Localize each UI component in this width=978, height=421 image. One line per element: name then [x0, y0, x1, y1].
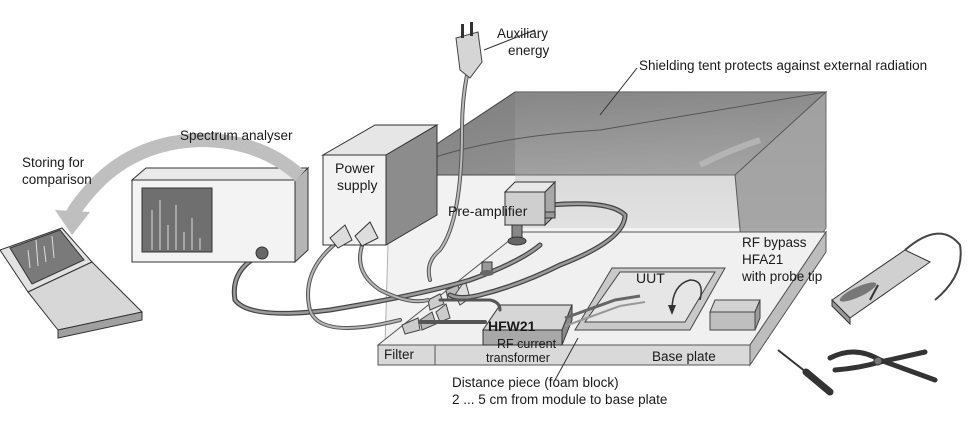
pre-amplifier-unit — [480, 180, 557, 276]
spectrum-analyser-unit — [130, 166, 310, 264]
rf-bypass-label-1: RF bypass — [742, 235, 807, 250]
storing-label-1: Storing for — [22, 155, 85, 170]
rf-current-label-1: RF current — [497, 337, 557, 351]
uut-module — [574, 267, 726, 331]
uut-label: UUT — [636, 270, 665, 286]
leader-lines — [483, 29, 638, 381]
hfw21-current-transformer — [482, 294, 646, 346]
screwdriver — [777, 349, 834, 396]
distance-piece-label-2: 2 ... 5 cm from module to base plate — [452, 392, 668, 407]
filter-label: Filter — [384, 347, 414, 362]
distance-piece-label-1: Distance piece (foam block) — [452, 375, 619, 390]
power-plug — [455, 22, 483, 79]
pliers — [827, 349, 938, 383]
rf-bypass-label-2: HFA21 — [742, 252, 784, 267]
power-supply-label-2: supply — [337, 177, 378, 193]
power-supply-unit — [321, 124, 439, 249]
laptop — [0, 227, 144, 339]
auxiliary-energy-label-1: Auxiliary — [497, 26, 549, 41]
power-supply-label-1: Power — [335, 160, 375, 176]
hfw21-label: HFW21 — [488, 318, 536, 334]
shielding-tent-label: Shielding tent protects against external… — [639, 58, 928, 73]
base-plate-label: Base plate — [652, 349, 716, 364]
auxiliary-energy-label-2: energy — [508, 43, 550, 58]
storing-arrow — [55, 132, 305, 235]
soldering-tool — [831, 232, 962, 326]
storing-label-2: comparison — [22, 172, 92, 187]
rf-current-label-2: transformer — [486, 351, 550, 365]
rf-bypass-label-3: with probe tip — [742, 269, 823, 284]
pre-amplifier-label: Pre-amplifier — [448, 203, 528, 219]
rf-bypass-probe — [709, 299, 761, 331]
spectrum-analyser-label: Spectrum analyser — [180, 128, 293, 143]
